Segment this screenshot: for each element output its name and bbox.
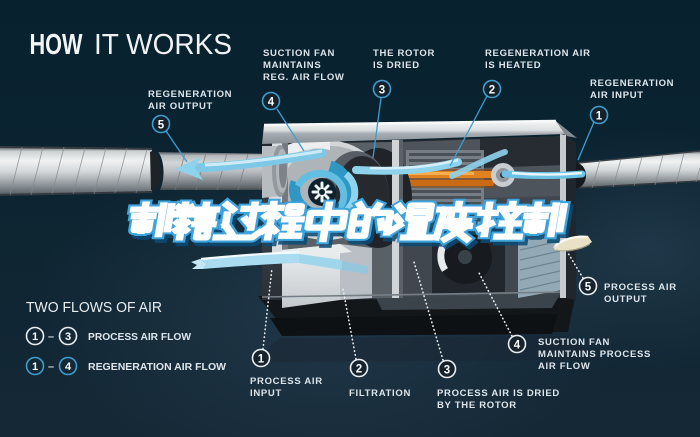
svg-text:PROCESS AIR FLOW: PROCESS AIR FLOW [88, 331, 191, 343]
svg-text:OUTPUT: OUTPUT [604, 294, 647, 305]
svg-text:PROCESS AIR: PROCESS AIR [250, 376, 323, 387]
svg-text:REGENERATION AIR FLOW: REGENERATION AIR FLOW [88, 361, 226, 373]
svg-text:AIR OUTPUT: AIR OUTPUT [148, 101, 213, 112]
svg-text:IS HEATED: IS HEATED [485, 60, 541, 71]
svg-text:4: 4 [65, 361, 72, 373]
svg-text:–: – [48, 331, 54, 343]
svg-text:REGENERATION: REGENERATION [590, 78, 674, 89]
svg-text:–: – [48, 361, 54, 373]
svg-text:REGENERATION AIR: REGENERATION AIR [485, 48, 591, 59]
svg-text:INPUT: INPUT [250, 388, 282, 399]
svg-text:AIR FLOW: AIR FLOW [538, 361, 591, 372]
svg-text:2: 2 [489, 85, 495, 97]
svg-text:THE ROTOR: THE ROTOR [373, 48, 435, 59]
svg-text:SUCTION FAN: SUCTION FAN [538, 337, 610, 348]
svg-text:IS DRIED: IS DRIED [373, 60, 420, 71]
svg-text:SUCTION FAN: SUCTION FAN [263, 48, 335, 59]
svg-text:BY THE ROTOR: BY THE ROTOR [437, 400, 517, 411]
svg-text:4: 4 [268, 97, 275, 109]
svg-text:REG. AIR FLOW: REG. AIR FLOW [263, 72, 345, 83]
svg-text:3: 3 [379, 85, 385, 97]
svg-text:PROCESS AIR: PROCESS AIR [604, 282, 677, 293]
svg-text:4: 4 [514, 340, 521, 352]
svg-text:2: 2 [356, 364, 362, 376]
svg-text:1: 1 [32, 361, 38, 373]
svg-text:1: 1 [32, 331, 38, 343]
svg-text:REGENERATION: REGENERATION [148, 89, 232, 100]
svg-text:1: 1 [258, 354, 265, 366]
svg-text:5: 5 [158, 120, 165, 132]
svg-text:FILTRATION: FILTRATION [349, 388, 411, 399]
svg-text:MAINTAINS PROCESS: MAINTAINS PROCESS [538, 349, 651, 360]
svg-text:TWO FLOWS OF AIR: TWO FLOWS OF AIR [26, 299, 162, 316]
svg-text:HOW: HOW [30, 29, 83, 61]
svg-text:MAINTAINS: MAINTAINS [263, 60, 321, 71]
svg-text:3: 3 [444, 365, 450, 377]
svg-text:PROCESS AIR IS DRIED: PROCESS AIR IS DRIED [437, 388, 560, 399]
svg-text:5: 5 [585, 282, 592, 294]
svg-text:1: 1 [596, 111, 603, 123]
svg-text:IT WORKS: IT WORKS [94, 29, 232, 61]
svg-text:3: 3 [65, 331, 71, 343]
svg-text:AIR INPUT: AIR INPUT [590, 90, 644, 101]
